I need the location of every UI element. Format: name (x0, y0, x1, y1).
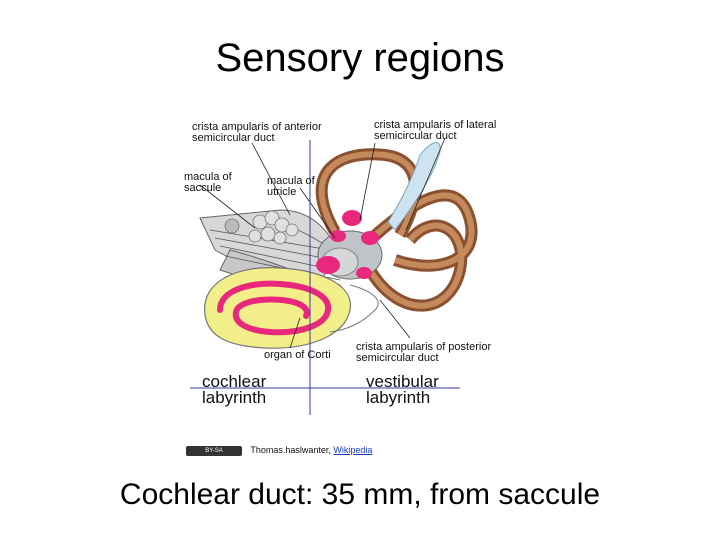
label-macula-utricle: macula of utricle (267, 176, 315, 198)
label-line: vestibular (366, 372, 439, 391)
label-line: saccule (184, 182, 222, 194)
label-cochlear-labyrinth: cochlear labyrinth (202, 372, 267, 407)
label-line: labyrinth (202, 388, 267, 407)
label-line: semicircular duct (192, 132, 275, 144)
label-line: cochlear (202, 372, 267, 391)
sensory-regions (316, 210, 379, 279)
endolymphatic-sac (387, 142, 441, 231)
label-line: semicircular duct (356, 352, 439, 364)
credit-author: Thomas.haslwanter, (250, 445, 331, 455)
cochlear-duct (217, 280, 332, 336)
label-crista-posterior: crista ampularis of posterior semicircul… (356, 342, 491, 364)
label-line: crista ampularis of posterior (356, 341, 492, 353)
label-crista-lateral: crista ampularis of lateral semicircular… (374, 120, 496, 142)
label-vestibular-labyrinth: vestibular labyrinth (366, 372, 439, 407)
ganglion-cells (224, 210, 299, 245)
label-line: crista ampularis of anterior (192, 121, 322, 133)
inner-ear-diagram: crista ampularis of anterior semicircula… (170, 110, 530, 430)
label-macula-saccule: macula of saccule (184, 172, 232, 194)
inner-ear-illustration (190, 137, 478, 415)
image-credit: BY-SA Thomas.haslwanter, Wikipedia (186, 444, 372, 456)
label-line: labyrinth (366, 388, 431, 407)
cc-license-badge[interactable]: BY-SA (186, 445, 242, 456)
label-line: semicircular duct (374, 130, 457, 142)
label-line: macula of (184, 171, 232, 183)
label-line: utricle (267, 186, 297, 198)
page-title: Sensory regions (215, 36, 505, 80)
leader-lines (199, 137, 446, 349)
label-line: macula of (267, 175, 315, 187)
slide-caption: Cochlear duct: 35 mm, from saccule (119, 478, 601, 511)
credit-source-link[interactable]: Wikipedia (333, 445, 373, 455)
label-organ-of-corti: organ of Corti (264, 349, 331, 361)
label-crista-anterior: crista ampularis of anterior semicircula… (192, 122, 322, 144)
label-line: crista ampularis of lateral (374, 119, 497, 131)
